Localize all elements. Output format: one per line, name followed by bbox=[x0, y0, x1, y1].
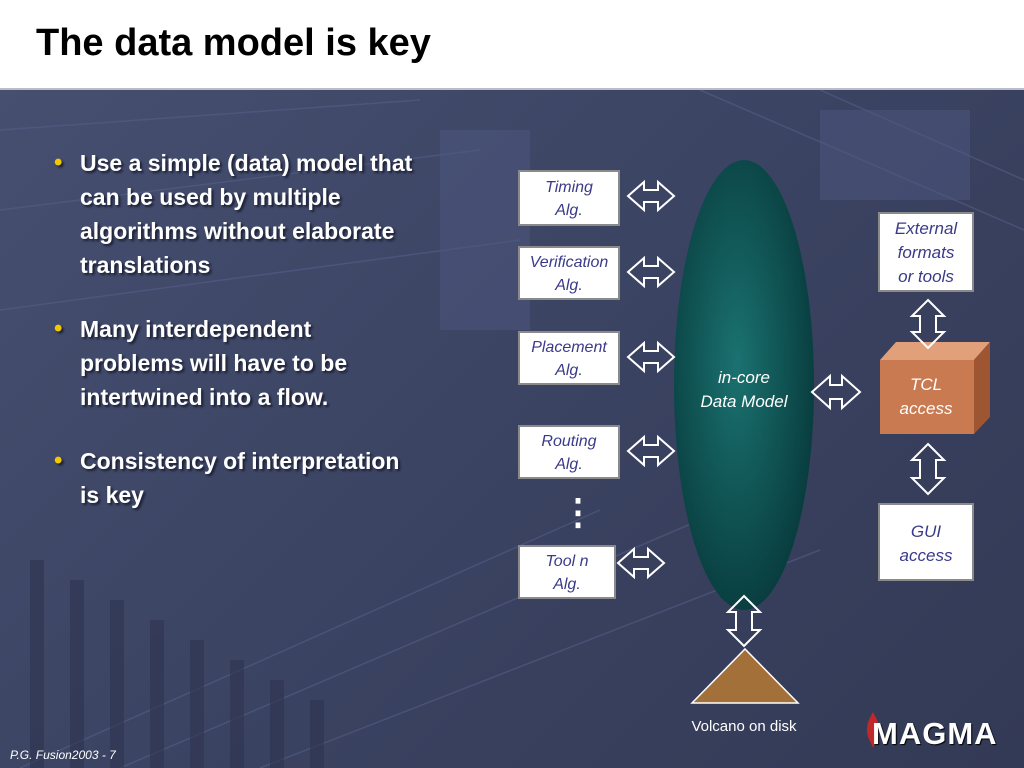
bullet-dot-icon: • bbox=[54, 149, 63, 176]
external-formats-box: External formats or tools bbox=[878, 212, 974, 292]
tool-label-line1: Placement bbox=[531, 339, 607, 356]
ellipsis: ⋮ bbox=[560, 491, 596, 532]
bullet-dot-icon: • bbox=[54, 447, 63, 474]
magma-flame-icon bbox=[867, 712, 880, 748]
volcano-label: Volcano on disk bbox=[691, 718, 797, 735]
tcl-box-front bbox=[880, 360, 974, 434]
core-label-line1: in-core bbox=[718, 368, 770, 387]
tool-label-line2: Alg. bbox=[555, 362, 583, 379]
slide-title: The data model is key bbox=[36, 22, 431, 64]
tool-label-line1: Verification bbox=[529, 254, 609, 271]
bullet-text: Consistency of interpretation is key bbox=[80, 448, 400, 508]
volcano-shape bbox=[690, 647, 800, 704]
slide-background bbox=[0, 90, 1024, 768]
arrows bbox=[616, 179, 947, 648]
core-data-model-ellipse bbox=[674, 160, 814, 610]
tool-label-line1: Timing bbox=[545, 179, 593, 196]
gui-access-box: GUI access bbox=[878, 503, 974, 581]
gui-line1: GUI bbox=[910, 522, 942, 541]
core-label-line2: Data Model bbox=[700, 392, 788, 411]
tool-label-line1: Tool n bbox=[545, 553, 589, 570]
tcl-label: TCL access bbox=[880, 373, 972, 421]
bullet-item: • Use a simple (data) model that can be … bbox=[54, 146, 414, 282]
placement-alg-box: Placement Alg. bbox=[518, 331, 620, 385]
footer-text: P.G. Fusion2003 - 7 bbox=[10, 748, 116, 762]
external-line1: External bbox=[894, 219, 958, 238]
tcl-line1: TCL bbox=[909, 375, 943, 394]
timing-alg-box: Timing Alg. bbox=[518, 170, 620, 226]
tcl-line2: access bbox=[899, 399, 953, 418]
bullet-text: Use a simple (data) model that can be us… bbox=[80, 150, 413, 278]
tool-n-alg-box: Tool n Alg. bbox=[518, 545, 616, 599]
title-bar: The data model is key bbox=[0, 0, 1024, 90]
chip-texture bbox=[0, 90, 1024, 768]
bullet-dot-icon: • bbox=[54, 315, 63, 342]
external-line2: formats bbox=[897, 243, 955, 262]
bullet-item: • Many interdependent problems will have… bbox=[54, 312, 414, 414]
magma-logo: MAGMA bbox=[872, 716, 998, 751]
core-label: in-core Data Model bbox=[672, 366, 816, 414]
tool-label-line2: Alg. bbox=[555, 277, 583, 294]
verification-alg-box: Verification Alg. bbox=[518, 246, 620, 300]
double-arrow-icon bbox=[616, 179, 947, 648]
bullet-item: • Consistency of interpretation is key bbox=[54, 444, 414, 512]
bullet-list: • Use a simple (data) model that can be … bbox=[54, 146, 414, 542]
bullet-text: Many interdependent problems will have t… bbox=[80, 316, 348, 410]
tcl-box-top bbox=[880, 342, 990, 360]
tcl-box-side bbox=[974, 342, 990, 434]
tool-label-line2: Alg. bbox=[555, 202, 583, 219]
routing-alg-box: Routing Alg. bbox=[518, 425, 620, 479]
tool-label-line2: Alg. bbox=[555, 456, 583, 473]
tool-label-line2: Alg. bbox=[553, 576, 581, 593]
external-line3: or tools bbox=[898, 267, 954, 286]
gui-line2: access bbox=[899, 546, 953, 565]
tool-label-line1: Routing bbox=[541, 433, 597, 450]
